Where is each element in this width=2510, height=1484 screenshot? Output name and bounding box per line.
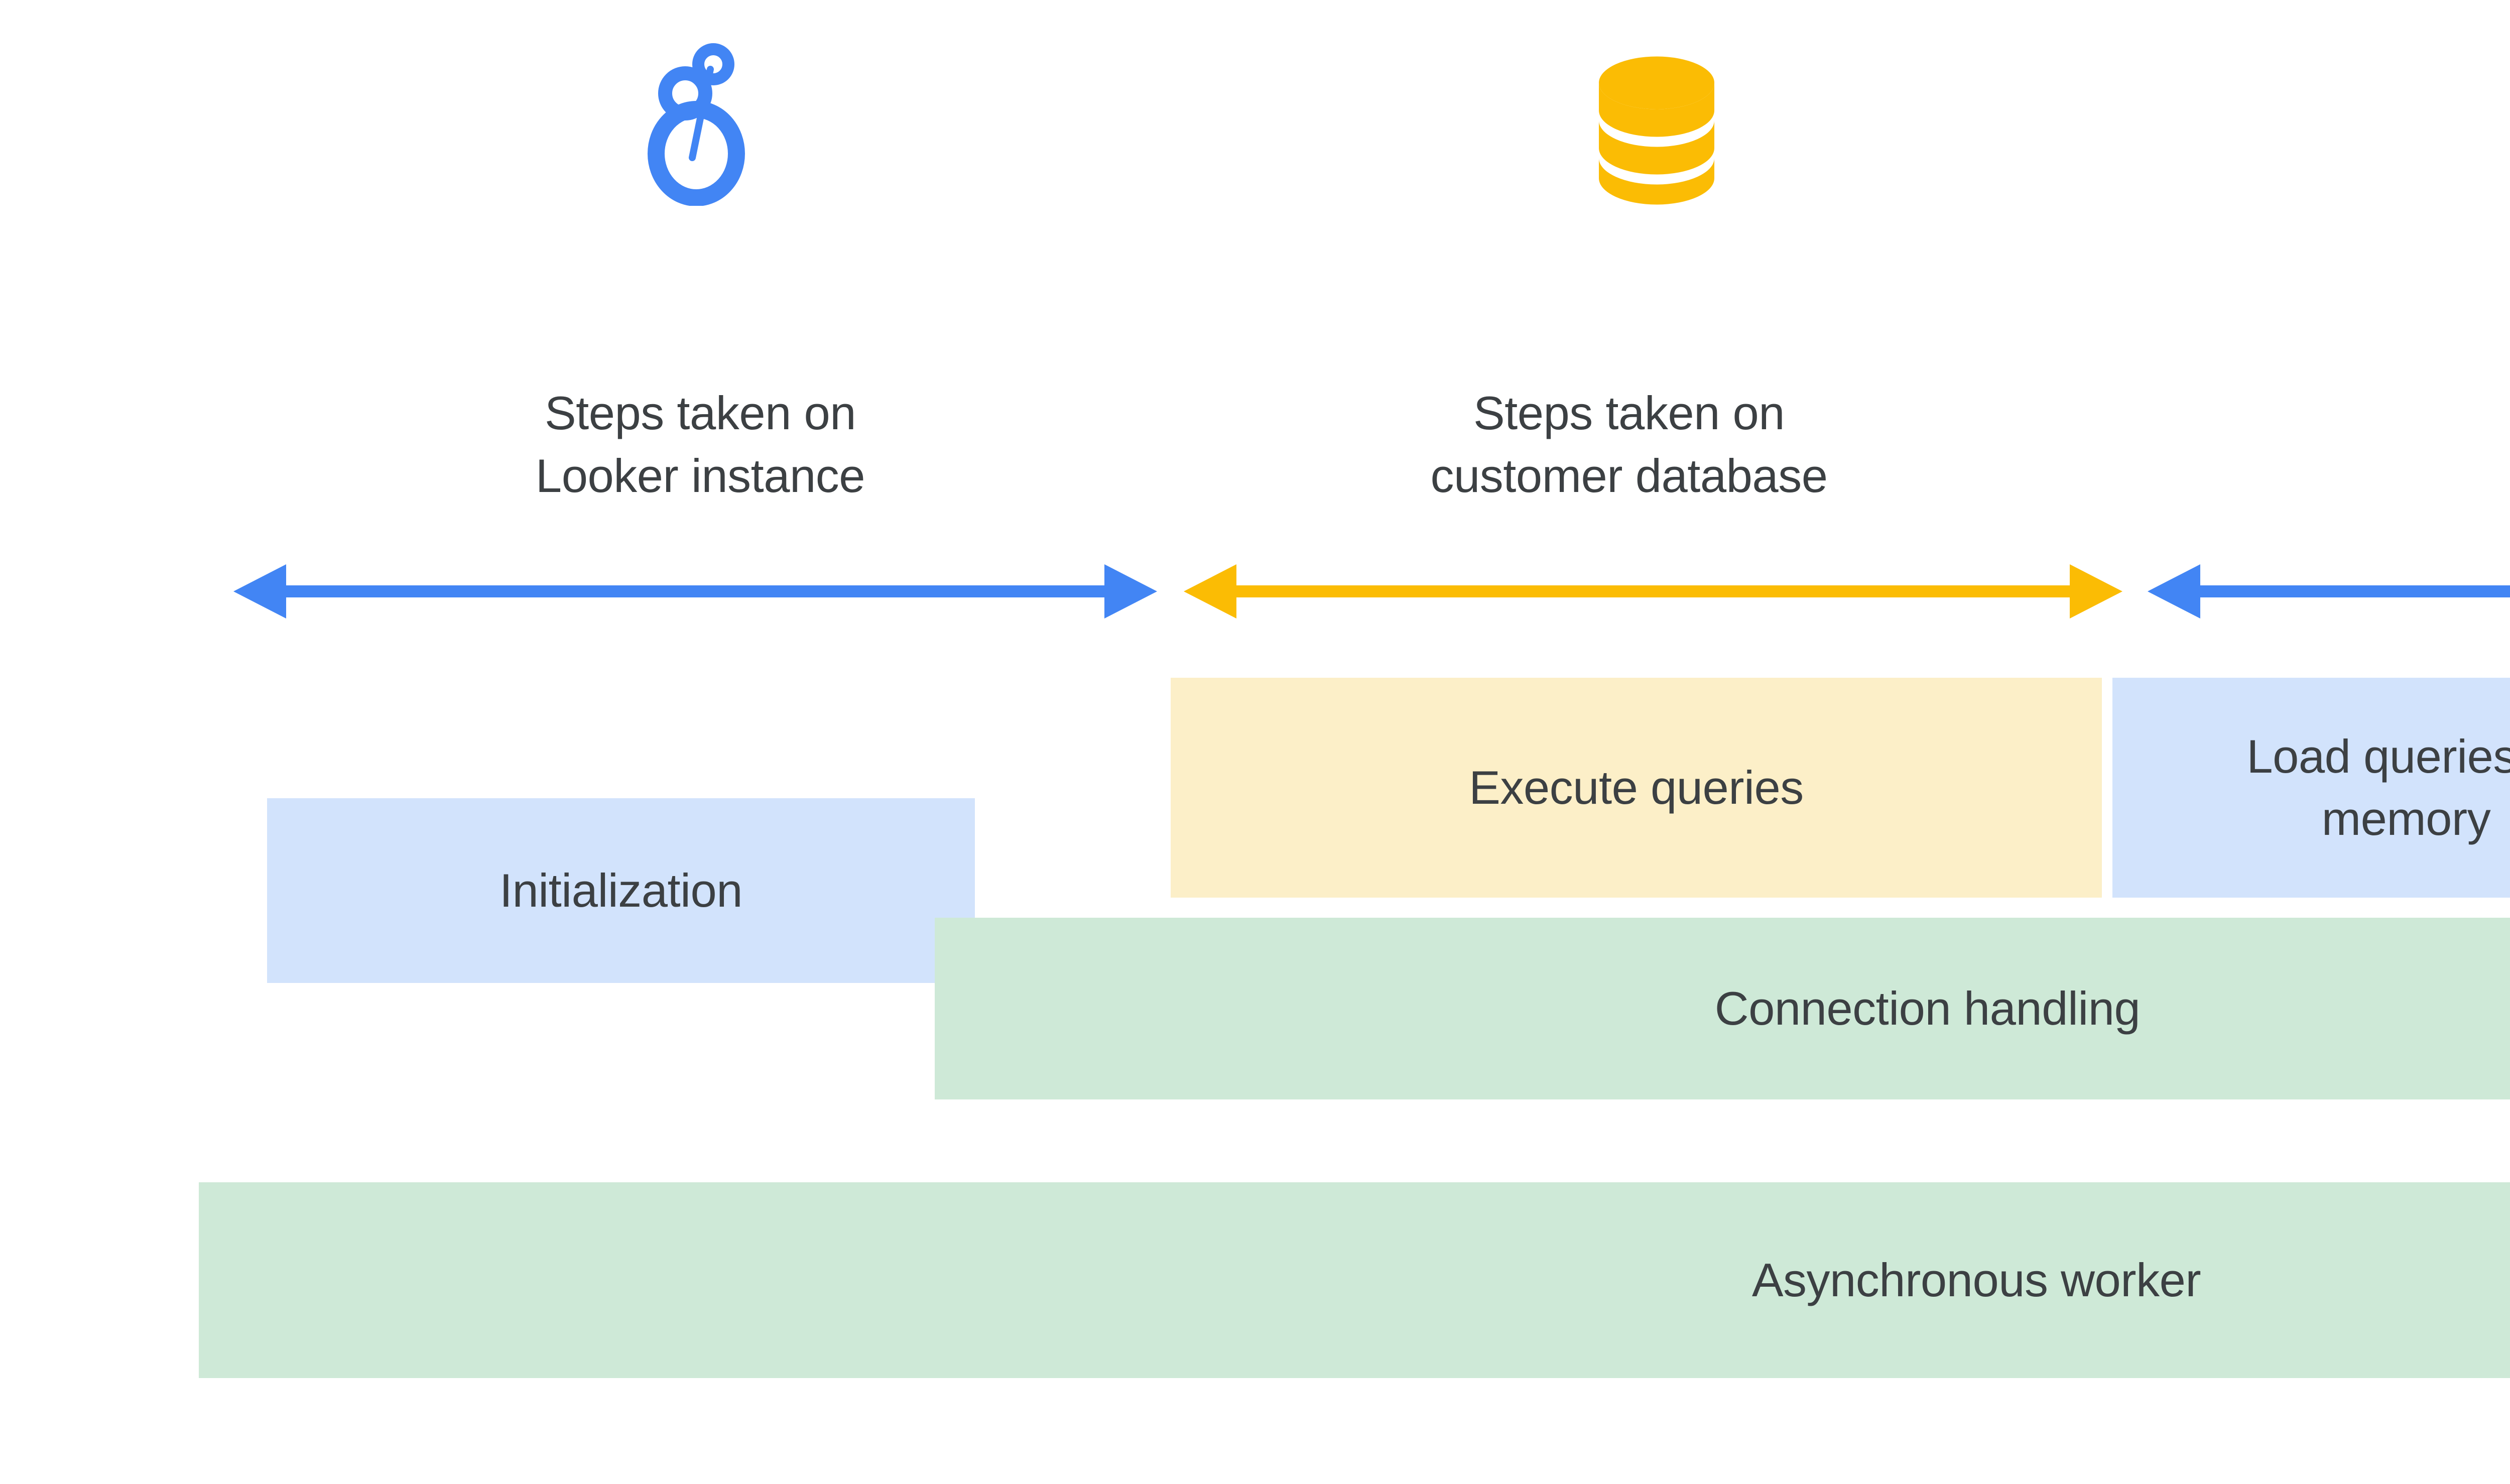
zone-label-customer-database: Steps taken on customer database bbox=[1430, 387, 1828, 503]
stage-box-connection-handling[interactable]: Connection handling bbox=[935, 918, 2510, 1099]
stage-box-asynchronous-worker[interactable]: Asynchronous worker bbox=[199, 1182, 2510, 1378]
stage-box-execute-queries[interactable]: Execute queries bbox=[1171, 678, 2102, 898]
stage-box-initialization[interactable]: Initialization bbox=[267, 798, 975, 983]
zone-arrow-looker-right bbox=[2143, 551, 2510, 632]
database-icon bbox=[1556, 40, 1757, 206]
zone-label-looker-left: Steps taken on Looker instance bbox=[535, 387, 865, 503]
zone-arrow-looker-left bbox=[228, 551, 1162, 632]
zone-arrow-customer-database bbox=[1179, 551, 2127, 632]
stage-box-load-queries-in-memory[interactable]: Load queries in memory bbox=[2112, 678, 2510, 898]
looker-logo-icon-left bbox=[600, 40, 801, 206]
